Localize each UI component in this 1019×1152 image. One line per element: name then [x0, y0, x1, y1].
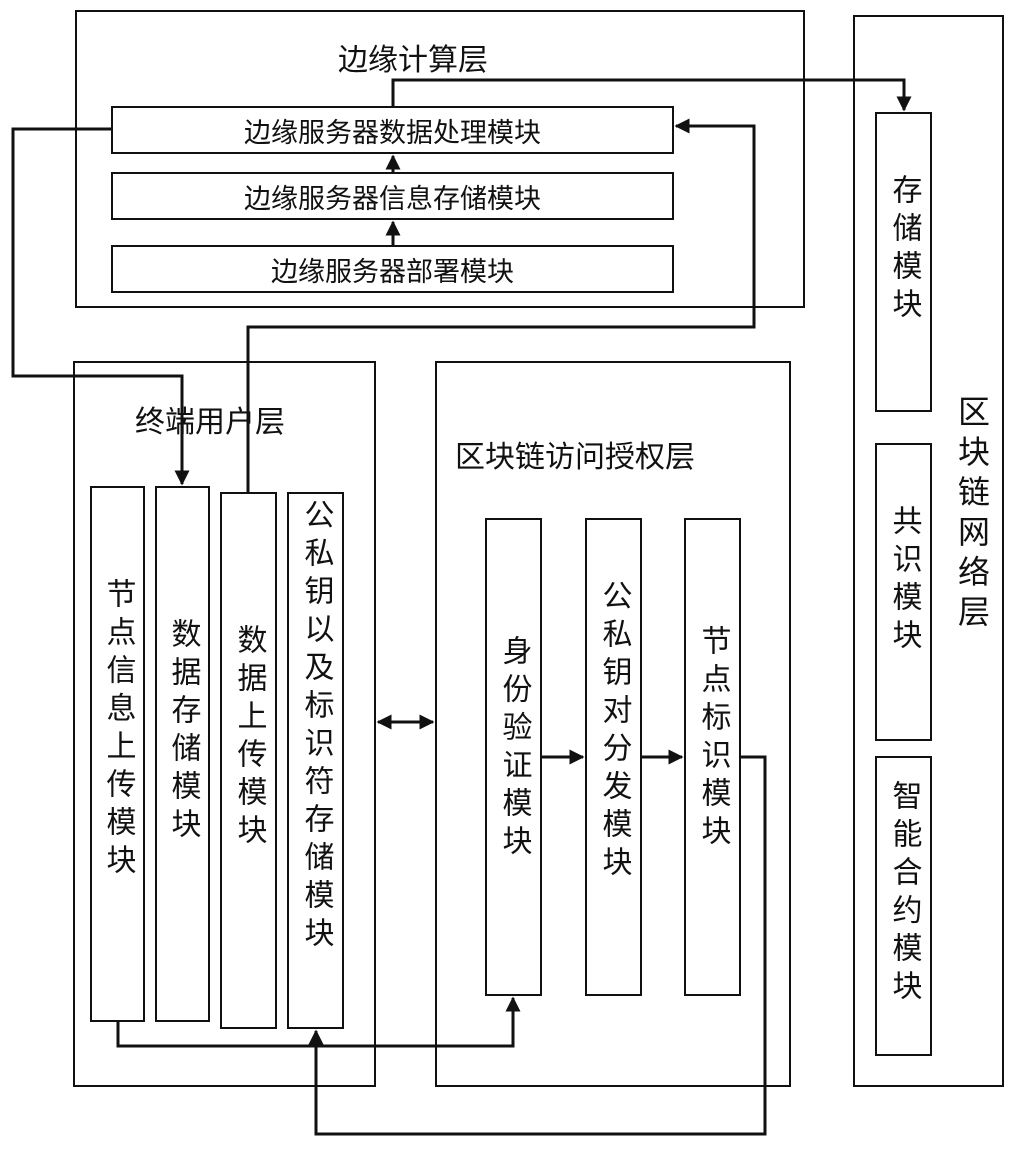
consensus-module: 共识模块	[875, 443, 932, 741]
data-upload-module: 数据上传模块	[220, 492, 277, 1029]
arrow-processing-to-chain-storage	[391, 78, 912, 112]
data-storage-module: 数据存储模块	[155, 486, 210, 1022]
key-identifier-storage-module: 公私钥以及标识符存储模块	[287, 492, 344, 1029]
edge-deployment-module: 边缘服务器部署模块	[111, 245, 674, 293]
access-layer-title: 区块链访问授权层	[455, 440, 695, 475]
edge-data-processing-module: 边缘服务器数据处理模块	[111, 106, 674, 154]
key-pair-distribution-module: 公私钥对分发模块	[585, 518, 642, 996]
terminal-user-layer	[73, 361, 376, 1087]
blockchain-network-layer	[853, 15, 1004, 1087]
edge-layer-title: 边缘计算层	[338, 43, 488, 78]
edge-info-storage-module: 边缘服务器信息存储模块	[111, 172, 674, 220]
node-info-upload-module: 节点信息上传模块	[90, 486, 145, 1022]
arrow-upload-to-processing	[246, 118, 756, 492]
node-identification-module: 节点标识模块	[684, 518, 741, 996]
network-layer-title: 区块链网络层	[953, 395, 991, 635]
edge-computing-layer	[75, 10, 805, 308]
arrow-node-id-to-key-storage	[308, 755, 767, 1136]
blockchain-access-layer	[435, 361, 791, 1087]
identity-verification-module: 身份验证模块	[485, 518, 542, 996]
storage-module: 存储模块	[875, 112, 932, 412]
arrow-processing-to-data-storage	[11, 127, 190, 486]
terminal-layer-title: 终端用户层	[135, 405, 285, 440]
smart-contract-module: 智能合约模块	[875, 756, 932, 1056]
